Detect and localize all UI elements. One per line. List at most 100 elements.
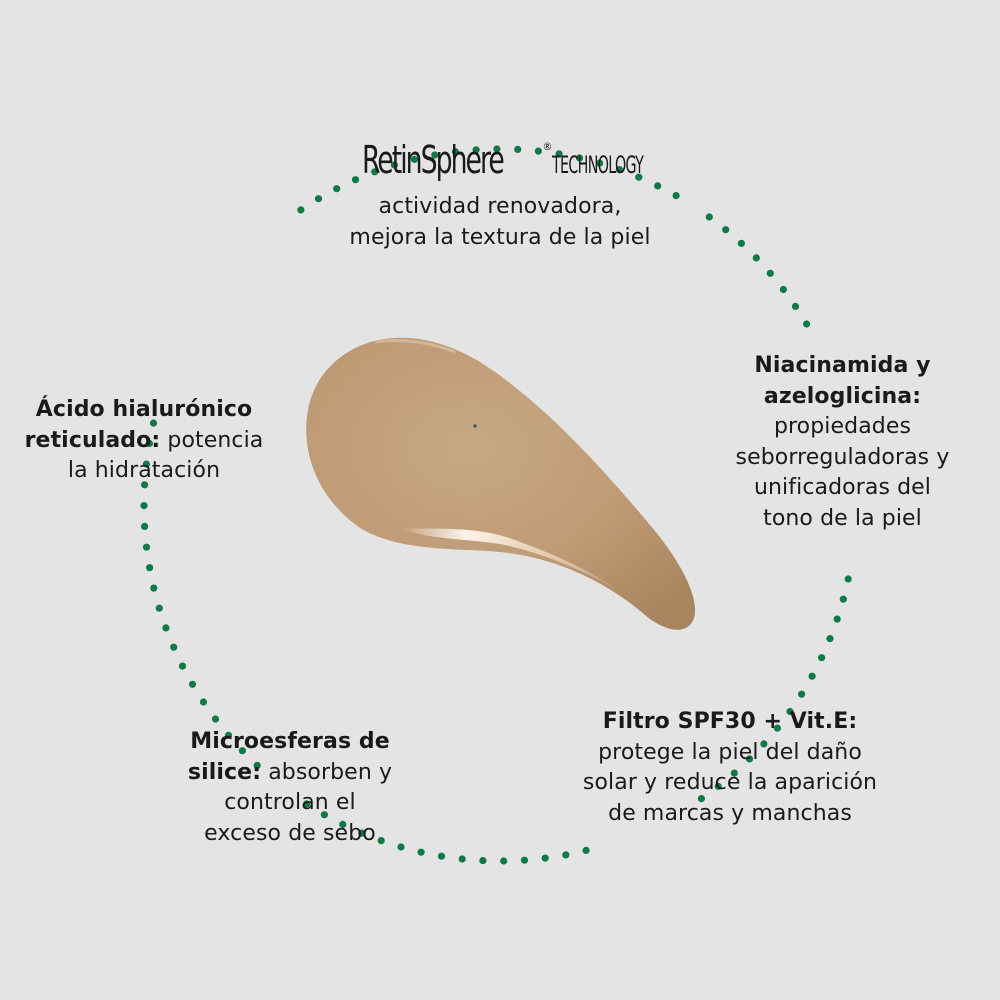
circle-dot [745,755,754,763]
microesferas-block: Microesferas de silice: absorben y contr… [140,727,440,849]
circle-dot [417,848,425,856]
circle-dot [791,302,800,310]
circle-dot [752,254,760,262]
filtro-line-2: solar y reduce la aparición [582,770,878,795]
circle-dot [377,837,385,845]
circle-dot [773,724,782,732]
circle-dot [779,285,788,294]
circle-dot [541,854,549,862]
circle-dot [320,811,328,819]
circle-dot [766,269,774,277]
circle-dot [760,740,768,748]
circle-dot [155,604,163,612]
acido-rest: potencia [160,427,264,453]
circle-dot [339,820,347,829]
circle-dot [410,155,419,163]
circle-dot [451,148,459,156]
circle-dot [224,731,233,739]
circle-dot [818,654,826,662]
circle-dot [833,615,841,623]
circle-dot [479,857,487,865]
circle-dot [786,707,794,716]
circle-dot [238,747,246,755]
circle-dot [142,543,151,551]
filtro-line-1: protege la piel del daño [598,739,862,765]
brand-line-2: mejora la textura de la piel [349,224,651,250]
circle-dot [520,856,529,864]
circle-dot [437,852,446,860]
circle-dot [358,829,366,837]
circle-dot [493,145,501,153]
circle-dot [839,595,847,603]
circle-dot [534,147,543,155]
niacinamida-title-1: Niacinamida y [754,353,931,378]
brand-logo: RetinSphere ®TECHNOLOGY [362,138,652,182]
circle-dot [145,439,153,448]
niacinamida-line-1: propiedades [773,414,912,439]
circle-dot [737,239,746,247]
circle-dot [672,192,680,200]
circle-dot [596,159,604,167]
microesferas-title-1: Microesferas de [190,729,390,754]
circle-dot [697,795,706,803]
circle-dot [826,635,834,643]
circle-dot [297,206,305,214]
circle-dot [472,146,480,154]
filtro-line-3: de marcas y manchas [608,800,852,826]
circle-dot [140,502,148,510]
brand-name: RetinSphere [362,138,505,182]
circle-dot [150,584,158,592]
circle-dot [333,185,341,193]
circle-dot [615,166,624,174]
niacinamida-line-2: seborreguladoras y [735,444,950,470]
registered-mark: ® [542,140,553,153]
circle-dot [142,460,150,468]
circle-dot [714,782,722,790]
circle-dot [149,419,158,427]
circle-dot [390,161,398,169]
circle-dot [582,846,590,855]
circle-dot [722,226,730,234]
niacinamida-title-2: azeloglicina: [763,383,922,409]
circle-dot [351,176,360,184]
filtro-title: Filtro SPF30 + Vit.E: [602,709,858,734]
microesferas-line-4: exceso de sebo [204,820,376,846]
circle-dot [146,564,154,572]
circle-dot [211,715,220,723]
circle-dot [162,624,170,632]
circle-dot [141,481,149,489]
circle-dot [555,150,563,158]
circle-dot [170,643,178,651]
circle-dot [178,662,187,670]
circle-dot [730,769,738,777]
circle-dot [431,151,439,159]
circle-dot [188,680,197,688]
circle-dot [371,168,379,176]
circle-dot [141,522,149,531]
circle-dot [199,698,208,706]
microesferas-line-3: controlan el [224,790,356,815]
acido-title-1: Ácido hialurónico [35,397,253,422]
circle-dot [514,145,522,153]
circle-dot [458,855,466,863]
circle-dot [635,173,643,181]
acido-line-3: la hidratación [67,458,221,483]
circle-dot [314,195,323,203]
acido-block: Ácido hialurónico reticulado: potencia l… [10,395,278,487]
brand-tagline: TECHNOLOGY [552,151,644,179]
brand-line-1: actividad renovadora, [378,194,622,219]
circle-dot [798,690,806,698]
circle-dot [705,213,713,221]
circle-dot [803,320,811,328]
circle-dot [253,761,261,770]
niacinamida-line-3: unificadoras del [753,475,932,500]
circle-dot [397,843,405,851]
circle-dot [575,154,584,162]
circle-dot [562,851,570,859]
circle-dot [808,672,816,680]
circle-dot [500,857,508,865]
acido-title-2: reticulado: [24,427,161,453]
